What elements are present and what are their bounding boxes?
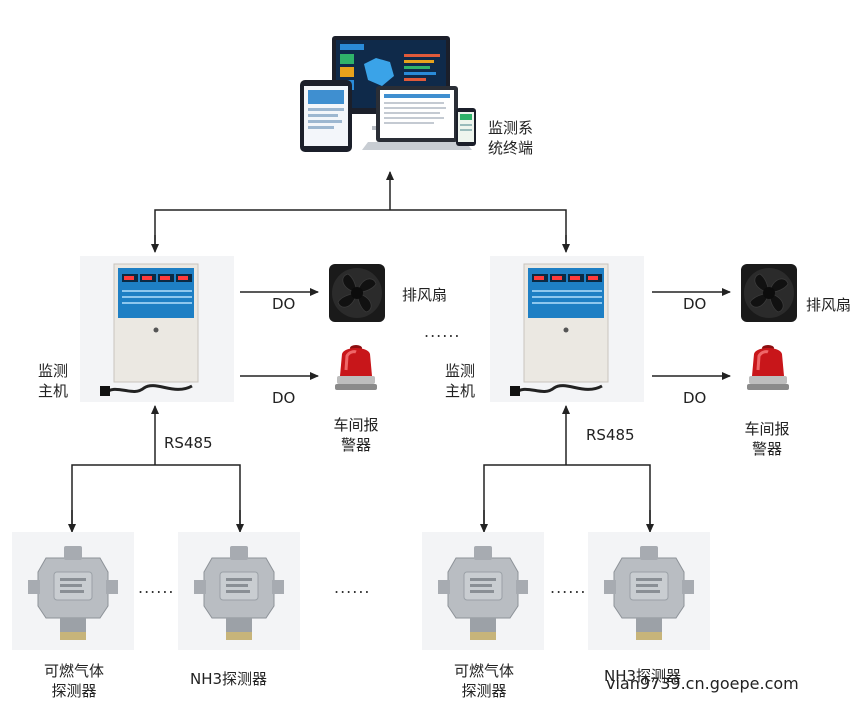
more-detectors-ellipsis-1: ......	[138, 578, 175, 597]
laptop-icon	[362, 86, 472, 150]
fan-2-label: 排风扇	[806, 296, 852, 314]
gas-controller-icon	[100, 263, 199, 396]
rs485-label-2: RS485	[586, 426, 635, 444]
detector-2	[178, 532, 300, 650]
host-1-label-line1: 监测	[38, 362, 69, 380]
more-detectors-ellipsis-2: ......	[550, 578, 587, 597]
alarm-1-label-line2: 警器	[340, 436, 371, 454]
fan-1-label: 排风扇	[402, 286, 448, 304]
exhaust-fan-icon	[741, 264, 797, 322]
rs485-label-1: RS485	[164, 434, 213, 452]
host-bus-line	[154, 209, 567, 248]
terminal-label-line1: 监测系	[488, 119, 534, 137]
tablet-icon	[300, 80, 352, 152]
host-2-label-line2: 主机	[445, 382, 476, 400]
gas-detector-icon	[438, 546, 528, 640]
monitoring-terminal-devices	[300, 36, 476, 152]
detector-3-label-line2: 探测器	[461, 682, 507, 700]
alarm-2-label-line2: 警器	[751, 440, 782, 458]
smartphone-icon	[456, 108, 476, 146]
detector-1-label-line1: 可燃气体	[43, 662, 104, 680]
detector-3-label-line1: 可燃气体	[453, 662, 514, 680]
do-label-alarm-2: DO	[683, 389, 707, 407]
host-1-label-line2: 主机	[38, 382, 69, 400]
more-detector-groups-ellipsis: ......	[334, 578, 371, 597]
monitoring-host-1	[80, 256, 234, 402]
detector-1	[12, 532, 134, 650]
detector-1-label-line2: 探测器	[51, 682, 97, 700]
do-label-fan-1: DO	[272, 295, 296, 313]
alarm-2-label-line1: 车间报	[744, 420, 790, 438]
workshop-alarm-light-icon	[747, 345, 789, 390]
workshop-alarm-light-icon	[335, 345, 377, 390]
detector-2-label: NH3探测器	[190, 670, 268, 688]
detector-3	[422, 532, 544, 650]
monitoring-host-2	[490, 256, 644, 402]
detector-4	[588, 532, 710, 650]
watermark-text: vian9739.cn.goepe.com	[606, 674, 799, 693]
gas-detector-icon	[604, 546, 694, 640]
gas-detector-icon	[28, 546, 118, 640]
detector-4-label: NH3探测器	[604, 667, 682, 685]
gas-controller-icon	[510, 263, 609, 396]
terminal-label-line2: 统终端	[488, 139, 534, 157]
alarm-1-label-line1: 车间报	[333, 416, 379, 434]
host-2-label-line1: 监测	[445, 362, 476, 380]
gas-detector-icon	[194, 546, 284, 640]
exhaust-fan-icon	[329, 264, 385, 322]
more-hosts-ellipsis: ......	[424, 322, 461, 341]
do-label-alarm-1: DO	[272, 389, 296, 407]
do-label-fan-2: DO	[683, 295, 707, 313]
